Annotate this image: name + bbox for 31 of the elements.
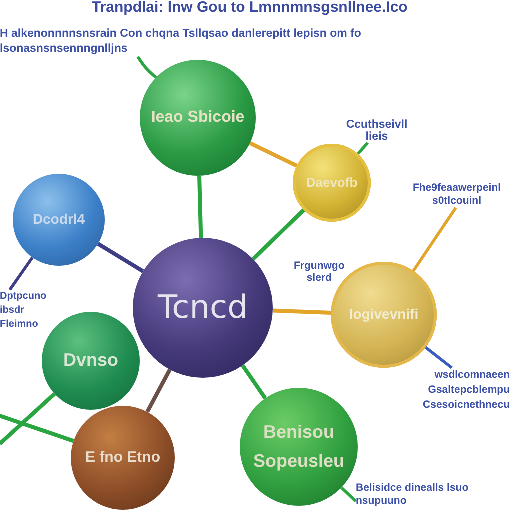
annotation-text: Frgunwgo slerd	[294, 260, 345, 284]
node-label: E fno Etno	[86, 450, 160, 466]
connector-line	[252, 208, 306, 261]
connector-line	[146, 368, 172, 414]
leader-line	[424, 346, 453, 370]
node-label: Iogivevnifi	[349, 307, 419, 323]
connector-line	[249, 142, 298, 168]
node-label: Ieao Sbicoie	[151, 109, 245, 127]
leader-line	[340, 486, 358, 503]
node-label: Dcodrl4	[32, 212, 86, 228]
node-label: Benisou Sopeusleu	[252, 421, 346, 473]
leader-line	[412, 207, 458, 272]
leader-line	[356, 142, 370, 156]
title-text: Tranpdlai: lnw Gou to Lmnnmnsgsnllnee.Ico	[92, 0, 408, 16]
connector-line	[241, 364, 268, 400]
connector-line	[97, 242, 144, 274]
annotation-text: Fhe9feaawerpeinl s0tlcouinl	[404, 182, 510, 208]
node-label: Daevofb	[306, 176, 358, 190]
connector-line	[0, 414, 74, 444]
leader-line	[8, 256, 34, 291]
node-label: Tcncd	[158, 290, 248, 326]
annotation-text: Dptpcuno ibsdr Fleimno	[0, 290, 47, 332]
annotation-text: Belisidce dinealls lsuo nsupuuno	[356, 482, 488, 508]
connector-line	[0, 392, 56, 446]
annotation-text: Ccuthseivll lieis	[338, 119, 416, 143]
connector-line	[272, 308, 332, 315]
connector-line	[198, 176, 204, 238]
annotation-text: H alkenonnnnsnsrain Con chqna Tsllqsao danlerepitt lepisn om fo lsonasnsnsennngnlljns	[0, 27, 384, 57]
node-label: Dvnso	[63, 351, 118, 371]
annotation-text: wsdlcomnaeen Gsaltepcblempu Csesoicnethnecu	[423, 368, 510, 413]
leader-line	[136, 56, 158, 79]
